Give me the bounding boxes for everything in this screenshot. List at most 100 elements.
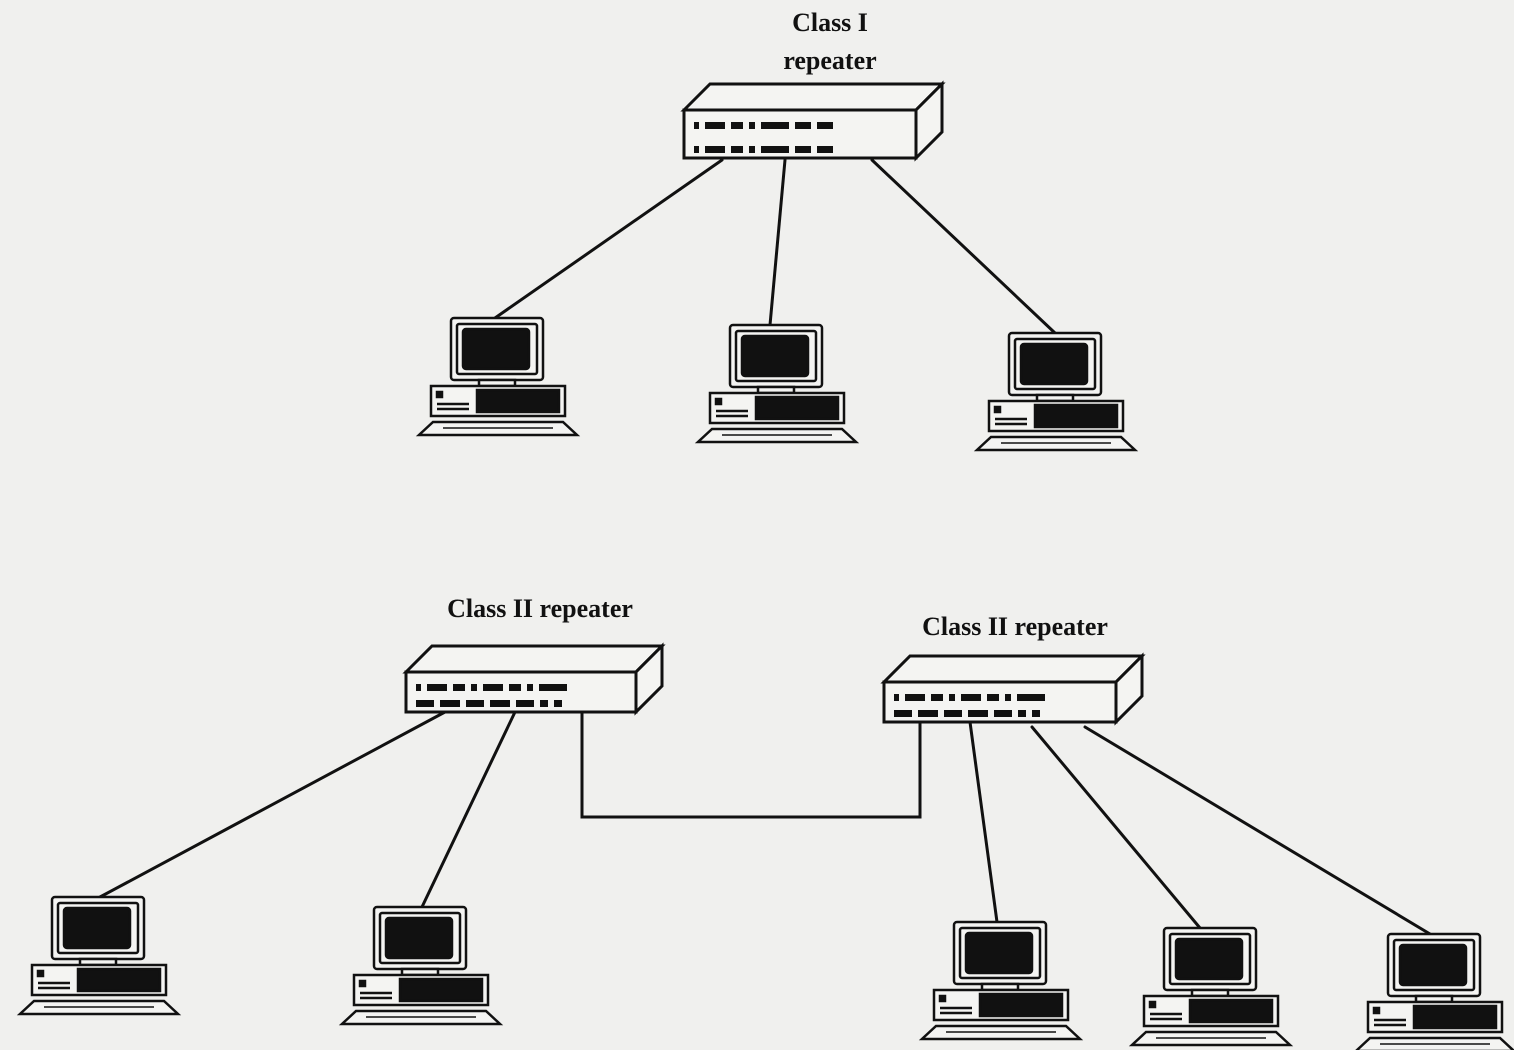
port-mark — [509, 684, 521, 691]
cable-line — [98, 710, 447, 899]
port-mark — [761, 122, 789, 129]
port-mark — [968, 710, 988, 717]
port-mark — [961, 694, 981, 701]
port-mark — [1032, 710, 1040, 717]
pc-bottom-4 — [1128, 926, 1294, 1047]
port-mark — [705, 146, 725, 153]
pc-top-3 — [973, 331, 1139, 452]
port-mark — [994, 710, 1012, 717]
pc-screen — [740, 334, 810, 378]
pc-screen — [1019, 342, 1089, 386]
port-mark — [440, 700, 460, 707]
port-mark — [416, 700, 434, 707]
class2-left-repeater-label: Class II repeater — [447, 594, 633, 623]
pc-screen — [62, 906, 132, 950]
port-mark — [931, 694, 943, 701]
pc-screen — [964, 931, 1034, 975]
cable-line — [870, 158, 1057, 335]
port-mark — [516, 700, 534, 707]
cable-line — [1030, 725, 1202, 930]
port-mark — [1018, 710, 1026, 717]
port-mark — [817, 146, 833, 153]
class2-right-repeater-label: Class II repeater — [922, 612, 1108, 641]
pc-bottom-5 — [1355, 932, 1514, 1050]
port-mark — [949, 694, 955, 701]
port-mark — [483, 684, 503, 691]
pc-drive-bay — [76, 967, 162, 993]
pc-bottom-2 — [338, 905, 504, 1026]
port-mark — [795, 122, 811, 129]
pc-screen — [461, 327, 531, 371]
cable-line — [493, 158, 724, 320]
port-mark — [761, 146, 789, 153]
cables — [98, 158, 1432, 936]
pc-power-light — [435, 390, 444, 399]
repeater-ports — [894, 694, 1045, 717]
pc-drive-bay — [398, 977, 484, 1003]
class2-right-repeater-icon — [880, 652, 1146, 726]
port-mark — [795, 146, 811, 153]
repeater-top — [880, 654, 1146, 684]
cable-line — [968, 720, 999, 924]
pc-power-light — [938, 994, 947, 1003]
pc-power-light — [1372, 1006, 1381, 1015]
port-mark — [905, 694, 925, 701]
pc-power-light — [1148, 1000, 1157, 1009]
port-mark — [731, 122, 743, 129]
inter-repeater-cable — [580, 710, 922, 819]
port-mark — [539, 684, 567, 691]
pc-power-light — [358, 979, 367, 988]
port-mark — [554, 700, 562, 707]
port-mark — [416, 684, 421, 691]
pc-screen — [1398, 943, 1468, 987]
pc-bottom-3 — [918, 920, 1084, 1041]
pc-top-1 — [415, 316, 581, 437]
port-mark — [731, 146, 743, 153]
port-mark — [1005, 694, 1011, 701]
port-mark — [427, 684, 447, 691]
repeater-ports — [694, 122, 833, 153]
class1-repeater-icon — [680, 80, 946, 162]
port-mark — [987, 694, 999, 701]
port-mark — [894, 694, 899, 701]
pc-drive-bay — [978, 992, 1064, 1018]
port-mark — [705, 122, 725, 129]
class1-label-line2: repeater — [783, 46, 877, 75]
cable-line — [768, 158, 787, 327]
pc-power-light — [36, 969, 45, 978]
pc-power-light — [993, 405, 1002, 414]
repeater-top — [680, 82, 946, 112]
pc-screen — [1174, 937, 1244, 981]
port-mark — [694, 146, 699, 153]
port-mark — [527, 684, 533, 691]
repeater-top — [402, 644, 666, 674]
cable-line — [420, 710, 517, 909]
pc-bottom-1 — [16, 895, 182, 1016]
port-mark — [490, 700, 510, 707]
port-mark — [749, 122, 755, 129]
port-mark — [453, 684, 465, 691]
port-mark — [694, 122, 699, 129]
pc-screen — [384, 916, 454, 960]
class1-label-line1: Class I — [792, 8, 868, 37]
pc-drive-bay — [754, 395, 840, 421]
port-mark — [944, 710, 962, 717]
repeater-ports — [416, 684, 567, 707]
pc-drive-bay — [475, 388, 561, 414]
class1-repeater-label: Class I repeater — [735, 4, 925, 80]
pc-drive-bay — [1033, 403, 1119, 429]
pc-drive-bay — [1188, 998, 1274, 1024]
class2-left-repeater-icon — [402, 642, 666, 716]
port-mark — [540, 700, 548, 707]
port-mark — [894, 710, 912, 717]
port-mark — [471, 684, 477, 691]
pc-drive-bay — [1412, 1004, 1498, 1030]
pc-top-2 — [694, 323, 860, 444]
port-mark — [918, 710, 938, 717]
port-mark — [1017, 694, 1045, 701]
port-mark — [749, 146, 755, 153]
port-mark — [466, 700, 484, 707]
pc-power-light — [714, 397, 723, 406]
